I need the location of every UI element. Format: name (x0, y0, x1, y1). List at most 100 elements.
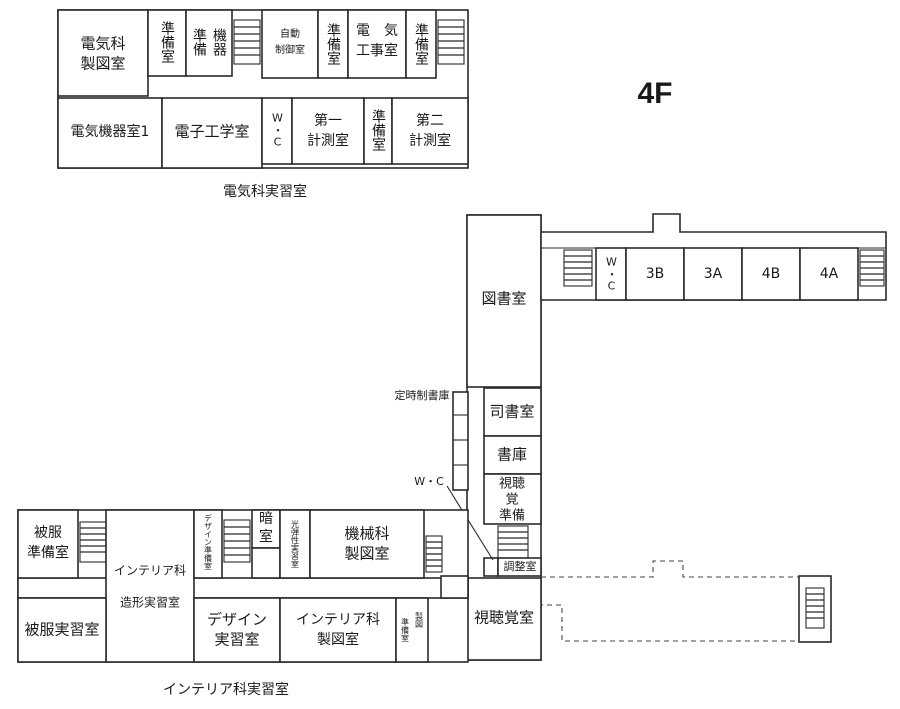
room-denki-seizu (57, 9, 149, 97)
label-junbi-b: 準備室 (325, 23, 341, 65)
room-junbi-d (363, 97, 393, 165)
label-shishoshitsu: 司書室 (489, 403, 534, 421)
label-kodan: 光弾性実習室 (291, 519, 300, 568)
label-denki-seizu-2: 製図室 (80, 55, 125, 73)
room-4a (799, 247, 859, 301)
label-shichokaku-junbi-2: 覚 (505, 493, 518, 508)
room-3a (683, 247, 743, 301)
label-shoko: 書庫 (497, 446, 527, 464)
label-wc-mid: W・C (414, 475, 444, 488)
label-keisoku2-2: 計測室 (409, 132, 451, 149)
floor-label: 4F (637, 77, 672, 110)
label-junbi-a: 準備室 (159, 21, 175, 63)
label-denki-kiki-1: 電気機器室1 (71, 123, 150, 140)
label-interior-zokei-2: 造形実習室 (120, 595, 180, 610)
label-4b: 4B (762, 266, 781, 282)
stairs-interior-3 (425, 535, 443, 573)
room-3b (625, 247, 685, 301)
room-teiji-shoko (452, 391, 469, 491)
label-wc-top: W・C (271, 112, 284, 149)
electrical-wing: 電気科 製図室 準備室 準備 機器 自動 制御室 準備室 電 気 工事室 準備室… (57, 9, 469, 169)
label-kikai-1: 機械科 (344, 525, 389, 543)
room-design-jisshu (193, 597, 281, 663)
planned-area (541, 560, 832, 643)
stairs-top-1 (233, 19, 261, 65)
label-interior-seizu-1: インテリア科 (296, 612, 380, 628)
room-chosei (497, 557, 542, 577)
room-junbi-a (147, 9, 187, 77)
label-anshitsu-1: 暗 (259, 511, 273, 527)
label-hifuku-jisshu: 被服実習室 (24, 621, 99, 639)
stairs-lower-right-box (798, 575, 832, 643)
label-interior-zokei-1: インテリア科 (114, 564, 186, 578)
interior-wing: 被服 準備室 インテリア科 造形実習室 デザイン準備室 暗 室 光弾性実習室 機… (17, 509, 469, 663)
room-anshitsu-lower (251, 547, 281, 579)
label-hifuku-junbi-1: 被服 (34, 525, 62, 541)
label-denki-koji-1: 電 気 (356, 23, 398, 39)
label-anshitsu-2: 室 (259, 528, 273, 545)
stairs-interior-2 (223, 519, 251, 563)
label-hifuku-junbi-2: 準備室 (27, 544, 69, 561)
label-wc-right: W・C (605, 256, 618, 293)
room-shishoshitsu (483, 387, 542, 437)
room-interior-zokei (105, 509, 195, 663)
label-4a: 4A (820, 266, 839, 282)
room-junbi-kiki (185, 9, 233, 77)
room-shichokaku-junbi (483, 473, 542, 525)
planned-area-outline (541, 560, 801, 642)
label-denki-seizu-1: 電気科 (80, 35, 125, 53)
stairs-right-1 (563, 249, 593, 287)
room-interior-seizu (279, 597, 397, 663)
label-jido-2: 制御室 (275, 43, 305, 56)
room-junbi-c (405, 9, 437, 79)
room-wc-mid (483, 557, 499, 577)
label-jido-1: 自動 (280, 27, 300, 40)
room-toshoshitsu (466, 214, 542, 388)
label-design-2: 実習室 (214, 631, 259, 649)
label-junbi-kiki-b: 機器 (211, 28, 227, 56)
label-design-junbi: デザイン準備室 (204, 513, 213, 570)
room-denki-koji (347, 9, 407, 79)
label-kikai-2: 製図室 (344, 545, 389, 563)
room-hifuku-jisshu (17, 597, 107, 663)
room-wc-right (595, 247, 627, 301)
room-jido-seigyo (261, 9, 319, 79)
label-seizu-junbi-1: 準備室 (401, 617, 410, 642)
room-wc-top (261, 97, 293, 165)
label-shichokaku-junbi-1: 視聴 (499, 477, 525, 492)
label-denki-koji-2: 工事室 (356, 42, 398, 59)
caption-interior: インテリア科実習室 (163, 681, 289, 698)
label-seizu-junbi-2: 製図 (415, 611, 424, 629)
label-junbi-c: 準備室 (413, 23, 429, 65)
connector-corridor (440, 575, 469, 599)
room-design-junbi (193, 509, 223, 579)
room-kikai-seizu (309, 509, 425, 579)
stairs-interior-1 (79, 521, 107, 563)
label-shichokaku: 視聴覚室 (474, 609, 534, 627)
label-chosei: 調整室 (504, 559, 537, 573)
room-keisoku-2 (391, 97, 469, 165)
wc-leader-line (446, 485, 494, 561)
label-shichokaku-junbi-3: 準備 (499, 508, 525, 524)
label-keisoku1-2: 計測室 (307, 132, 349, 149)
room-denshi (161, 97, 263, 169)
central-wing: 図書室 定時制書庫 司書室 書庫 視聴 覚 準備 W・C 調整室 視聴覚室 (395, 214, 542, 661)
stairs-right-2 (859, 249, 885, 287)
label-3a: 3A (704, 266, 723, 282)
stairs-top-2 (437, 19, 465, 65)
room-denki-kiki-1 (57, 97, 163, 169)
label-keisoku1-1: 第一 (314, 112, 342, 129)
interior-corridor (17, 577, 469, 599)
stairs-lower-right (805, 587, 825, 629)
label-denshi: 電子工学室 (174, 123, 249, 141)
label-interior-seizu-2: 製図室 (317, 631, 359, 648)
label-3b: 3B (646, 266, 665, 282)
label-teiji-shoko: 定時制書庫 (395, 388, 450, 402)
label-junbi-kiki-a: 準備 (191, 28, 207, 56)
caption-electrical: 電気科実習室 (223, 183, 307, 200)
room-hifuku-junbi (17, 509, 79, 579)
room-seizu-junbi (395, 597, 429, 663)
label-keisoku2-1: 第二 (416, 112, 444, 129)
label-toshoshitsu: 図書室 (481, 290, 526, 308)
